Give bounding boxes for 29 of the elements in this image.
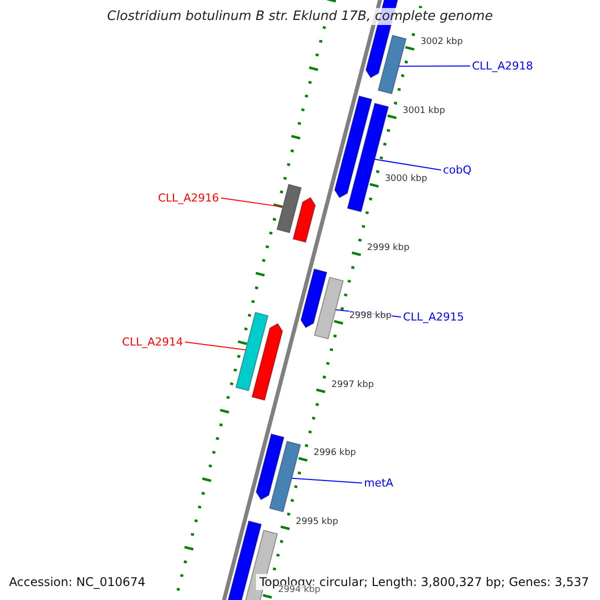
leader-line bbox=[184, 342, 246, 350]
gene-bar bbox=[235, 312, 269, 392]
gene-bar bbox=[314, 276, 344, 340]
gene-label: CLL_A2914 bbox=[122, 336, 183, 348]
position-label: 2999 kbp bbox=[367, 242, 410, 253]
gene-block bbox=[256, 433, 284, 500]
position-label: 3002 kbp bbox=[420, 37, 463, 48]
position-label: 2997 kbp bbox=[331, 380, 374, 390]
position-label: 2996 kbp bbox=[314, 448, 356, 458]
gene-block bbox=[251, 322, 284, 401]
gene-label: CLL_A2916 bbox=[158, 192, 219, 204]
position-label: 3000 kbp bbox=[384, 174, 428, 184]
gene-bar bbox=[269, 440, 302, 512]
gene-label: CLL_A2915 bbox=[403, 310, 464, 324]
gene-label: CLL_A2918 bbox=[472, 60, 533, 72]
leader-line bbox=[398, 66, 470, 67]
leader-line bbox=[220, 198, 284, 208]
position-label: 3001 kbp bbox=[402, 106, 446, 116]
gene-bar bbox=[378, 34, 407, 94]
gene-block bbox=[300, 268, 328, 328]
position-label: 2995 kbp bbox=[296, 516, 338, 527]
gene-label: cobQ bbox=[443, 164, 472, 176]
gene-bar bbox=[276, 184, 302, 234]
gene-block bbox=[334, 95, 372, 198]
leader-line bbox=[374, 158, 442, 170]
gene-label: metA bbox=[364, 476, 394, 490]
position-label: 2998 kbp bbox=[349, 311, 392, 322]
leader-line bbox=[291, 478, 362, 484]
gene-block bbox=[292, 196, 316, 243]
